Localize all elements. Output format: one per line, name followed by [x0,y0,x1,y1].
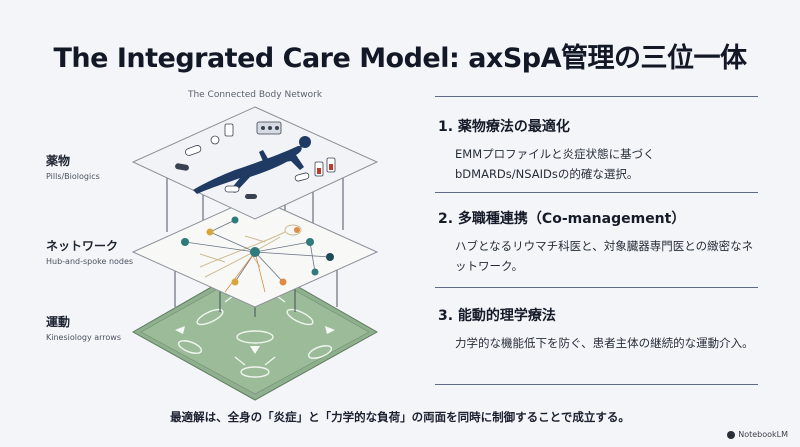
layer-label-medication-ja: 薬物 [46,154,71,168]
point-2-body: ハブとなるリウマチ科医と、対象臓器専門医との緻密なネットワーク。 [455,239,754,273]
point-3-title: 3. 能動的理学療法 [438,308,556,324]
layer-label-exercise-ja: 運動 [46,315,71,329]
point-1: 1. 薬物療法の最適化 EMMプロファイルと炎症状態に基づくbDMARDs/NS… [438,116,768,184]
brand-label: NotebookLM [738,430,788,439]
node-teal [306,238,314,246]
page-title: The Integrated Care Model: axSpA管理の三位一体 [53,43,747,74]
layer-label-medication: 薬物 Pills/Biologics [46,152,100,181]
layer-label-exercise: 運動 Kinesiology arrows [46,313,121,342]
notebooklm-icon [727,430,736,439]
integrated-care-diagram [131,106,379,401]
layer-label-medication-en: Pills/Biologics [46,172,100,181]
section-divider [435,287,758,288]
network-layer [131,196,379,308]
node-teal [181,238,189,246]
patient-figure [193,136,311,194]
hub-node [250,247,260,257]
node-dark [326,253,334,261]
body-outline [199,224,302,278]
layer-label-network: ネットワーク Hub-and-spoke nodes [46,237,133,266]
layer-label-network-ja: ネットワーク [46,239,119,253]
kinesiology-figures [177,295,333,378]
orange-links [224,251,266,293]
point-3-body: 力学的な機能低下を防ぐ、患者主体の継続的な運動介入。 [455,336,754,350]
point-3: 3. 能動的理学療法 力学的な機能低下を防ぐ、患者主体の継続的な運動介入。 [438,305,768,353]
point-1-title: 1. 薬物療法の最適化 [438,119,570,135]
brand-watermark: NotebookLM [727,430,788,439]
node-gold [206,228,214,236]
diagram-caption: The Connected Body Network [187,90,323,100]
pill-icons [175,121,336,199]
node-orange [279,278,287,286]
medication-layer [131,106,379,220]
point-2-title: 2. 多職種連携（Co-management） [438,211,686,227]
point-2: 2. 多職種連携（Co-management） ハブとなるリウマチ科医と、対象臓… [438,208,768,276]
layer-label-exercise-en: Kinesiology arrows [46,333,121,342]
point-1-body: EMMプロファイルと炎症状態に基づくbDMARDs/NSAIDsの的確な選択。 [455,147,655,181]
exercise-layer [131,261,379,401]
node-teal [311,268,319,276]
conclusion-footer: 最適解は、全身の「炎症」と「力学的な負荷」の両面を同時に制御することで成立する。 [170,410,630,424]
section-divider [435,96,758,97]
node-orange [294,227,300,233]
node-teal [231,216,239,224]
section-divider [435,384,758,385]
kinesiology-arrows [175,326,335,354]
layer-label-network-en: Hub-and-spoke nodes [46,257,134,266]
section-divider [435,192,758,193]
node-gold [231,278,239,286]
